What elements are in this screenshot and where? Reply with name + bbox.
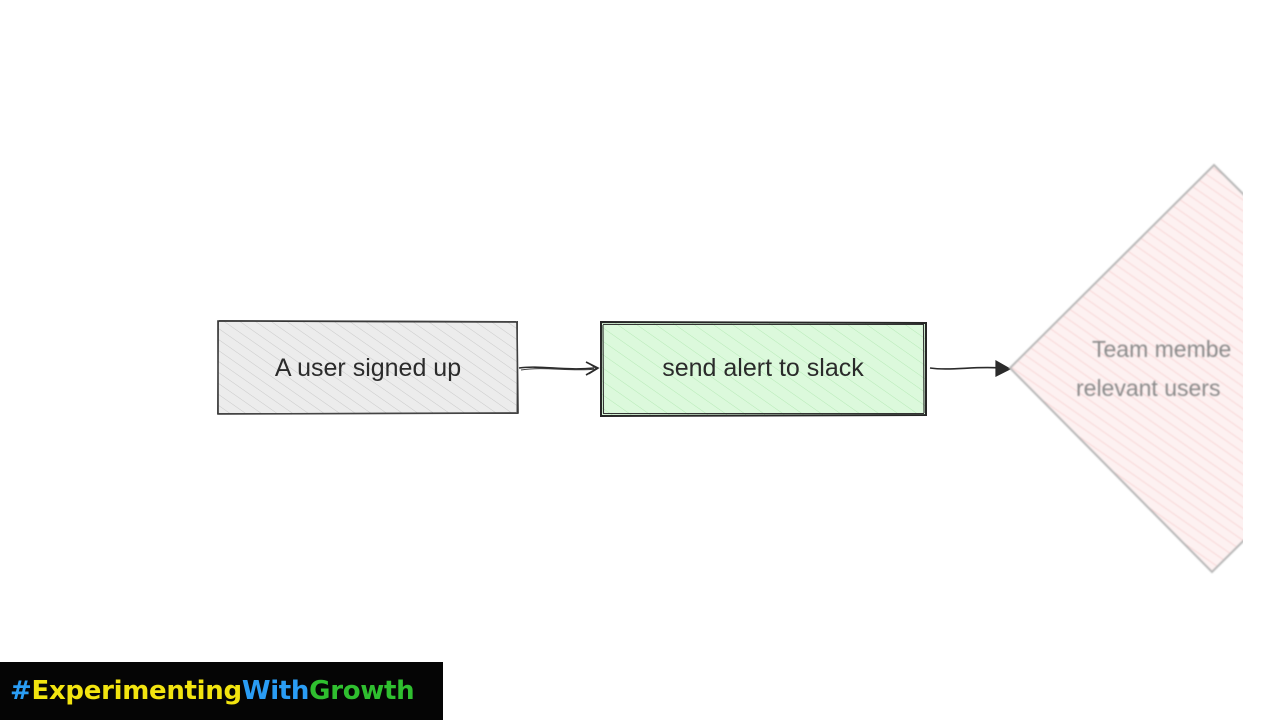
node-user-signed-up-hatch (218, 321, 518, 414)
node-send-alert-to-slack-label: send alert to slack (662, 354, 864, 382)
arrow-signup-to-slack-line-sketch (520, 368, 597, 371)
node-user-signed-up[interactable]: A user signed up (217, 320, 519, 415)
arrow-slack-to-decision-head (995, 359, 1012, 377)
banner-word-experimenting: Experimenting (31, 676, 243, 706)
node-decision-diamond-border (1008, 163, 1243, 574)
arrow-signup-to-slack-head-sketch (587, 362, 598, 375)
node-decision-diamond[interactable]: Team membe relevant users (1008, 163, 1280, 574)
arrow-slack-to-decision (929, 359, 1012, 377)
arrow-slack-to-decision-line (929, 366, 1001, 370)
node-user-signed-up-label: A user signed up (275, 354, 461, 382)
arrow-signup-to-slack (518, 361, 600, 376)
node-send-alert-to-slack-sketch (602, 323, 925, 415)
node-decision-label-line1: Team membe (1092, 336, 1231, 362)
banner-word-growth: Growth (309, 676, 415, 706)
node-user-signed-up-sketch (217, 320, 518, 415)
banner-word-with: With (241, 676, 310, 706)
arrow-signup-to-slack-line (518, 366, 595, 370)
node-decision-diamond-hatch (1010, 165, 1243, 572)
node-send-alert-to-slack[interactable]: send alert to slack (600, 320, 927, 418)
node-send-alert-to-slack-border (600, 320, 927, 418)
banner-hash: # (10, 676, 32, 706)
node-send-alert-to-slack-hatch (601, 322, 926, 416)
node-decision-label-line2: relevant users (1076, 375, 1220, 401)
